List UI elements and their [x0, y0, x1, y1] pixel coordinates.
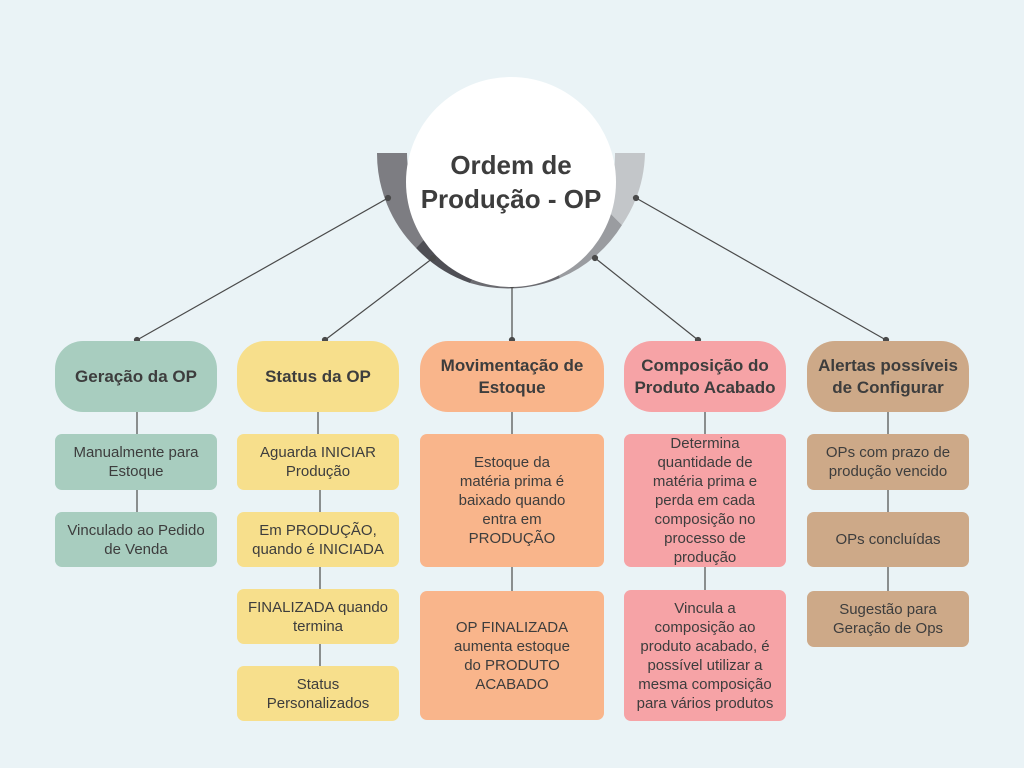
connector-alertas — [635, 197, 887, 341]
connector-status — [324, 257, 434, 341]
heading-status-da-op: Status da OP — [237, 341, 399, 412]
heading-composicao-do-produto: Composição do Produto Acabado — [624, 341, 786, 412]
item-ops-prazo-vencido: OPs com prazo de produção vencido — [807, 434, 969, 490]
item-manualmente-para-estoque: Manualmente para Estoque — [55, 434, 217, 490]
item-status-personalizados: Status Personalizados — [237, 666, 399, 721]
item-vinculado-ao-pedido: Vinculado ao Pedido de Venda — [55, 512, 217, 567]
item-determina-quantidade: Determina quantidade de matéria prima e … — [624, 434, 786, 567]
center-circle: Ordem de Produção - OP — [406, 77, 616, 287]
item-em-producao: Em PRODUÇÃO, quando é INICIADA — [237, 512, 399, 567]
item-sugestao-geracao: Sugestão para Geração de Ops — [807, 591, 969, 647]
item-finalizada: FINALIZADA quando termina — [237, 589, 399, 644]
item-vincula-composicao: Vincula a composição ao produto acabado,… — [624, 590, 786, 721]
center-title: Ordem de Produção - OP — [420, 150, 602, 214]
item-aguarda-iniciar: Aguarda INICIAR Produção — [237, 434, 399, 490]
heading-alertas-possiveis: Alertas possíveis de Configurar — [807, 341, 969, 412]
heading-geracao-da-op: Geração da OP — [55, 341, 217, 412]
connector-composicao — [594, 257, 699, 341]
heading-movimentacao-de-estoque: Movimentação de Estoque — [420, 341, 604, 412]
item-estoque-materia-prima: Estoque da matéria prima é baixado quand… — [420, 434, 604, 567]
connector-geracao — [136, 197, 389, 341]
item-op-finalizada: OP FINALIZADA aumenta estoque do PRODUTO… — [420, 591, 604, 720]
item-ops-concluidas: OPs concluídas — [807, 512, 969, 567]
